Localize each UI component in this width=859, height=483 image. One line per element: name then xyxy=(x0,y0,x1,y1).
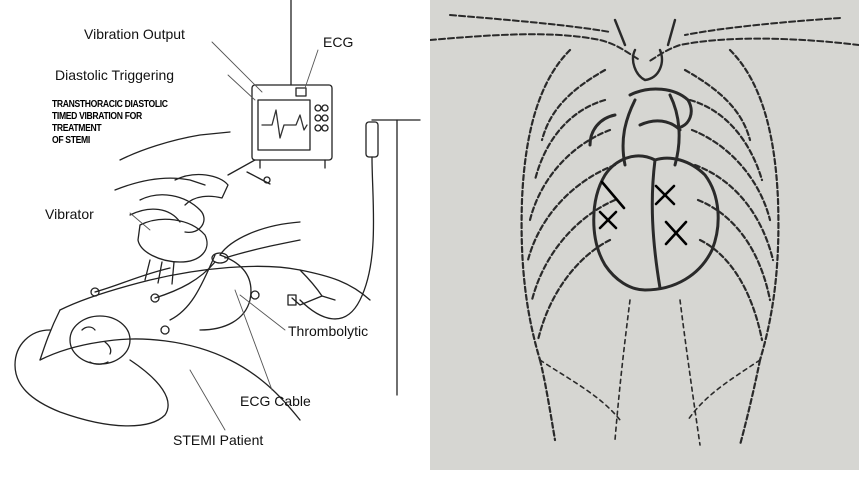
x-mark-1 xyxy=(600,180,626,210)
label-vibration-output: Vibration Output xyxy=(84,26,185,42)
label-vibrator: Vibrator xyxy=(45,206,94,222)
caption-line: OF STEMI xyxy=(52,135,90,146)
x-mark-4 xyxy=(664,220,688,246)
illustration-caption: TRANSTHORACIC DIASTOLIC TIMED VIBRATION … xyxy=(52,99,172,147)
caption-line: TRANSTHORACIC DIASTOLIC xyxy=(52,99,168,110)
lower-lines xyxy=(539,299,761,446)
x-markers xyxy=(598,180,688,246)
clavicles xyxy=(430,14,859,63)
patient-setup-drawing xyxy=(14,0,421,431)
x-mark-3 xyxy=(654,184,676,206)
iv-stand xyxy=(299,119,421,396)
patient-head xyxy=(14,315,169,427)
label-stemi-patient: STEMI Patient xyxy=(173,432,264,448)
left-ribs xyxy=(520,48,617,442)
sternum xyxy=(613,18,677,82)
ecg-monitor xyxy=(251,84,333,169)
chest-sketch xyxy=(430,0,859,470)
x-mark-2 xyxy=(598,210,618,230)
rib-cage-drawing xyxy=(430,0,859,470)
caption-line: TIMED VIBRATION FOR TREATMENT xyxy=(52,111,142,134)
leader-lines xyxy=(129,41,319,431)
operator-hands xyxy=(114,131,271,233)
heart-outline xyxy=(588,87,720,292)
vibrator-device xyxy=(137,218,208,285)
right-ribs xyxy=(683,48,780,447)
label-ecg-cable: ECG Cable xyxy=(240,393,311,409)
treatment-illustration: TRANSTHORACIC DIASTOLIC TIMED VIBRATION … xyxy=(14,0,421,448)
patient-body xyxy=(39,265,371,421)
label-diastolic-triggering: Diastolic Triggering xyxy=(55,67,175,83)
label-thrombolytic: Thrombolytic xyxy=(288,323,369,339)
label-ecg: ECG xyxy=(323,34,354,50)
ecg-leads xyxy=(90,221,301,335)
